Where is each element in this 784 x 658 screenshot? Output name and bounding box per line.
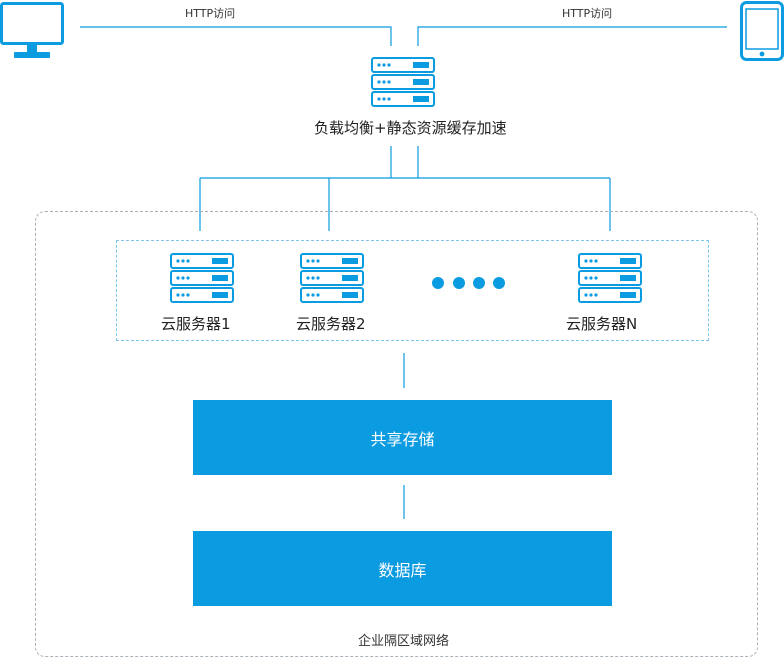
load-balancer-label: 负载均衡+静态资源缓存加速 <box>314 119 507 137</box>
ellipsis-dot <box>473 277 485 289</box>
desktop-monitor-icon <box>0 2 64 64</box>
server-n-icon <box>578 253 642 308</box>
ellipsis-dot <box>432 277 444 289</box>
server-group <box>116 240 709 341</box>
shared-storage-block: 共享存储 <box>193 400 612 475</box>
server-1-label: 云服务器1 <box>161 315 231 333</box>
region-label: 企业隔区域网络 <box>358 634 450 649</box>
enterprise-network-region <box>35 211 758 657</box>
server-2-label: 云服务器2 <box>296 315 366 333</box>
server-n-label: 云服务器N <box>566 315 638 333</box>
shared-storage-label: 共享存储 <box>370 429 435 449</box>
line-desktop-to-lb <box>80 26 392 46</box>
ellipsis-dot <box>453 277 465 289</box>
right-http-label: HTTP访问 <box>562 7 613 20</box>
server-2-icon <box>300 253 364 308</box>
ellipsis-dot <box>493 277 505 289</box>
left-http-label: HTTP访问 <box>185 7 236 20</box>
server-1-icon <box>170 253 234 308</box>
database-label: 数据库 <box>378 560 427 580</box>
database-block: 数据库 <box>193 531 612 606</box>
load-balancer-server-icon <box>371 57 435 112</box>
line-phone-to-lb <box>417 26 727 46</box>
mobile-phone-icon <box>740 1 784 65</box>
